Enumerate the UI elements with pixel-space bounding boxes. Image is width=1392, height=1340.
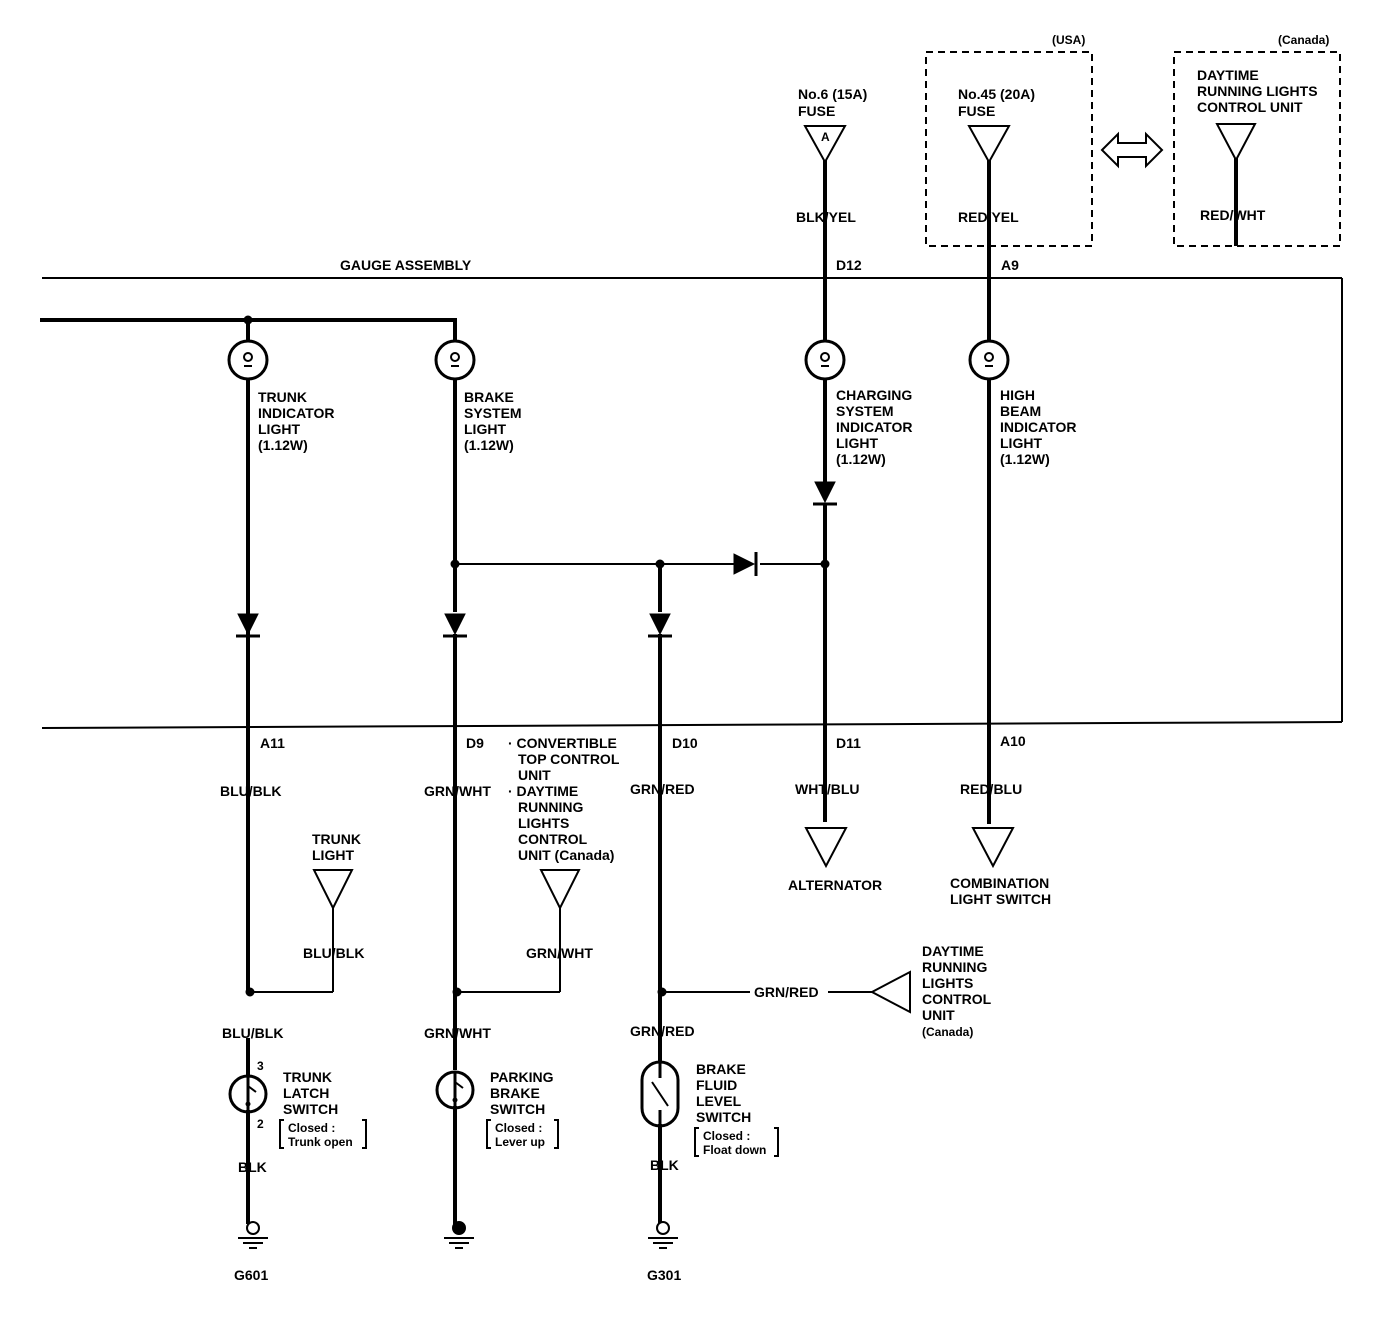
convertible-drl-connector-icon xyxy=(539,869,581,911)
junction-dot xyxy=(243,315,253,325)
gauge-assembly-label: GAUGE ASSEMBLY xyxy=(340,257,472,273)
trunk-latch-switch-icon xyxy=(228,1074,268,1114)
trunk-switch-pin-2: 2 xyxy=(257,1117,264,1131)
wire-color-convertible: GRN/WHT xyxy=(526,945,593,961)
high-beam-bulb-icon xyxy=(968,339,1010,381)
wire-color-trunk-ground: BLK xyxy=(238,1159,267,1175)
alternator-connector-icon xyxy=(804,827,848,869)
wire-color-fluid-ground: BLK xyxy=(650,1157,679,1173)
junction-dot xyxy=(452,987,462,997)
combination-switch-connector-icon xyxy=(971,827,1015,869)
parking-brake-switch-note: Closed : Lever up xyxy=(495,1121,546,1149)
connector-d9: D9 xyxy=(466,735,484,751)
drl-canada-label: DAYTIME RUNNING LIGHTS CONTROL UNIT xyxy=(922,943,995,1023)
diode-icon xyxy=(648,613,672,638)
trunk-switch-pin-3: 3 xyxy=(257,1059,264,1073)
brake-fluid-switch-label: BRAKE FLUID LEVEL SWITCH xyxy=(696,1061,751,1125)
connector-a11: A11 xyxy=(260,735,285,751)
drl-canada-connector-icon xyxy=(869,970,911,1014)
trunk-indicator-bulb-icon xyxy=(227,339,269,381)
connector-d12: D12 xyxy=(836,257,862,273)
fluid-switch-note-bracket xyxy=(694,1127,779,1157)
fuse45-connector-icon xyxy=(967,125,1011,165)
junction-dot xyxy=(657,987,667,997)
canada-region-label: (Canada) xyxy=(1278,33,1329,47)
connector-d10: D10 xyxy=(672,735,698,751)
wire-color-trunk-light: BLU/BLK xyxy=(303,945,364,961)
wire-color-parking-switch: GRN/WHT xyxy=(424,1025,491,1041)
trunk-indicator-label: TRUNK INDICATOR LIGHT (1.12W) xyxy=(258,389,338,453)
wire-color-fluid-switch: GRN/RED xyxy=(630,1023,695,1039)
diode-icon xyxy=(813,481,837,506)
trunk-latch-switch-label: TRUNK LATCH SWITCH xyxy=(283,1069,338,1117)
ground-parking-brake-icon xyxy=(444,1221,474,1249)
brake-fluid-switch-note: Closed : Float down xyxy=(703,1129,766,1157)
wire-color-d11: WHT/BLU xyxy=(795,781,860,797)
ground-g601-label: G601 xyxy=(234,1267,268,1283)
alternative-arrow-icon xyxy=(1100,131,1164,169)
drl-unit-connector-icon xyxy=(1215,123,1257,163)
trunk-switch-note: Closed : Trunk open xyxy=(288,1121,353,1149)
convertible-drl-list: · CONVERTIBLE TOP CONTROL UNIT · DAYTIME… xyxy=(508,735,623,863)
drl-canada-region: (Canada) xyxy=(922,1025,973,1039)
connector-d11: D11 xyxy=(836,735,861,751)
parking-brake-switch-label: PARKING BRAKE SWITCH xyxy=(490,1069,557,1117)
wire-color-a11: BLU/BLK xyxy=(220,783,281,799)
gauge-assembly-frame xyxy=(41,277,1343,729)
combination-switch-label: COMBINATION LIGHT SWITCH xyxy=(950,875,1053,907)
junction-dot xyxy=(245,987,255,997)
alternator-label: ALTERNATOR xyxy=(788,877,882,893)
ground-g601-icon xyxy=(238,1221,268,1249)
trunk-light-label: TRUNK LIGHT xyxy=(312,831,365,863)
junction-dot xyxy=(820,559,830,569)
connector-a9: A9 xyxy=(1001,257,1019,273)
drl-unit-wire-color: RED/WHT xyxy=(1200,207,1266,223)
ground-g301-label: G301 xyxy=(647,1267,681,1283)
fuse6-pin-label: A xyxy=(821,130,830,144)
drl-unit-label: DAYTIME RUNNING LIGHTS CONTROL UNIT xyxy=(1197,67,1321,115)
diode-icon xyxy=(443,613,467,638)
charging-system-label: CHARGING SYSTEM INDICATOR LIGHT (1.12W) xyxy=(836,387,916,467)
diode-icon xyxy=(733,552,758,576)
high-beam-label: HIGH BEAM INDICATOR LIGHT (1.12W) xyxy=(1000,387,1080,467)
trunk-switch-note-bracket xyxy=(279,1119,367,1149)
fuse45-label: No.45 (20A) FUSE xyxy=(958,86,1039,119)
fuse6-label: No.6 (15A) FUSE xyxy=(798,86,871,119)
fuse45-wire-color: RED/YEL xyxy=(958,209,1019,225)
diode-icon xyxy=(236,613,260,638)
junction-dot xyxy=(655,559,665,569)
fuse6-connector-icon xyxy=(803,125,847,165)
charging-system-bulb-icon xyxy=(804,339,846,381)
brake-system-bulb-icon xyxy=(434,339,476,381)
brake-system-label: BRAKE SYSTEM LIGHT (1.12W) xyxy=(464,389,525,453)
wire-color-drl-branch: GRN/RED xyxy=(754,984,819,1000)
wire-color-trunk-switch: BLU/BLK xyxy=(222,1025,283,1041)
parking-switch-note-bracket xyxy=(486,1119,559,1149)
fuse6-wire-color: BLK/YEL xyxy=(796,209,856,225)
wire-color-a10: RED/BLU xyxy=(960,781,1022,797)
connector-a10: A10 xyxy=(1000,733,1026,749)
wire-color-d10: GRN/RED xyxy=(630,781,695,797)
brake-fluid-level-switch-icon xyxy=(640,1060,680,1128)
trunk-light-connector-icon xyxy=(312,869,354,911)
wire-color-d9: GRN/WHT xyxy=(424,783,491,799)
junction-dot xyxy=(450,559,460,569)
ground-g301-icon xyxy=(648,1221,678,1249)
parking-brake-switch-icon xyxy=(435,1070,475,1110)
usa-region-label: (USA) xyxy=(1052,33,1085,47)
